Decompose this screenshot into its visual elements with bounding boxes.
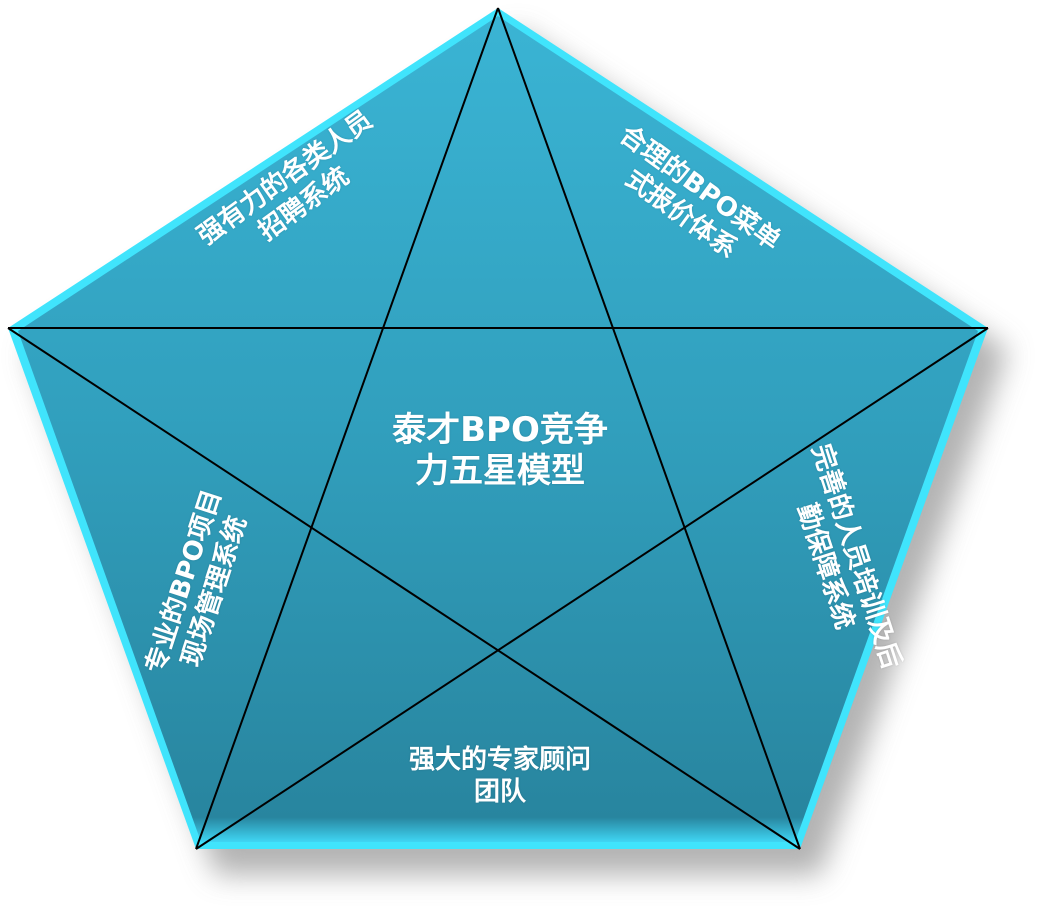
segment-label-line: 团队: [473, 776, 526, 807]
center-title-line-1: 泰才BPO竞争: [392, 410, 608, 450]
segment-label-line: 强大的专家顾问: [408, 745, 591, 775]
star-lines: [7, 7, 989, 850]
segment-label-experts: 强大的专家顾问 团队: [340, 745, 660, 808]
center-title-line-2: 力五星模型: [415, 451, 585, 492]
center-title: 泰才BPO竞争 力五星模型: [340, 410, 660, 493]
pentagon-body: [18, 16, 978, 842]
